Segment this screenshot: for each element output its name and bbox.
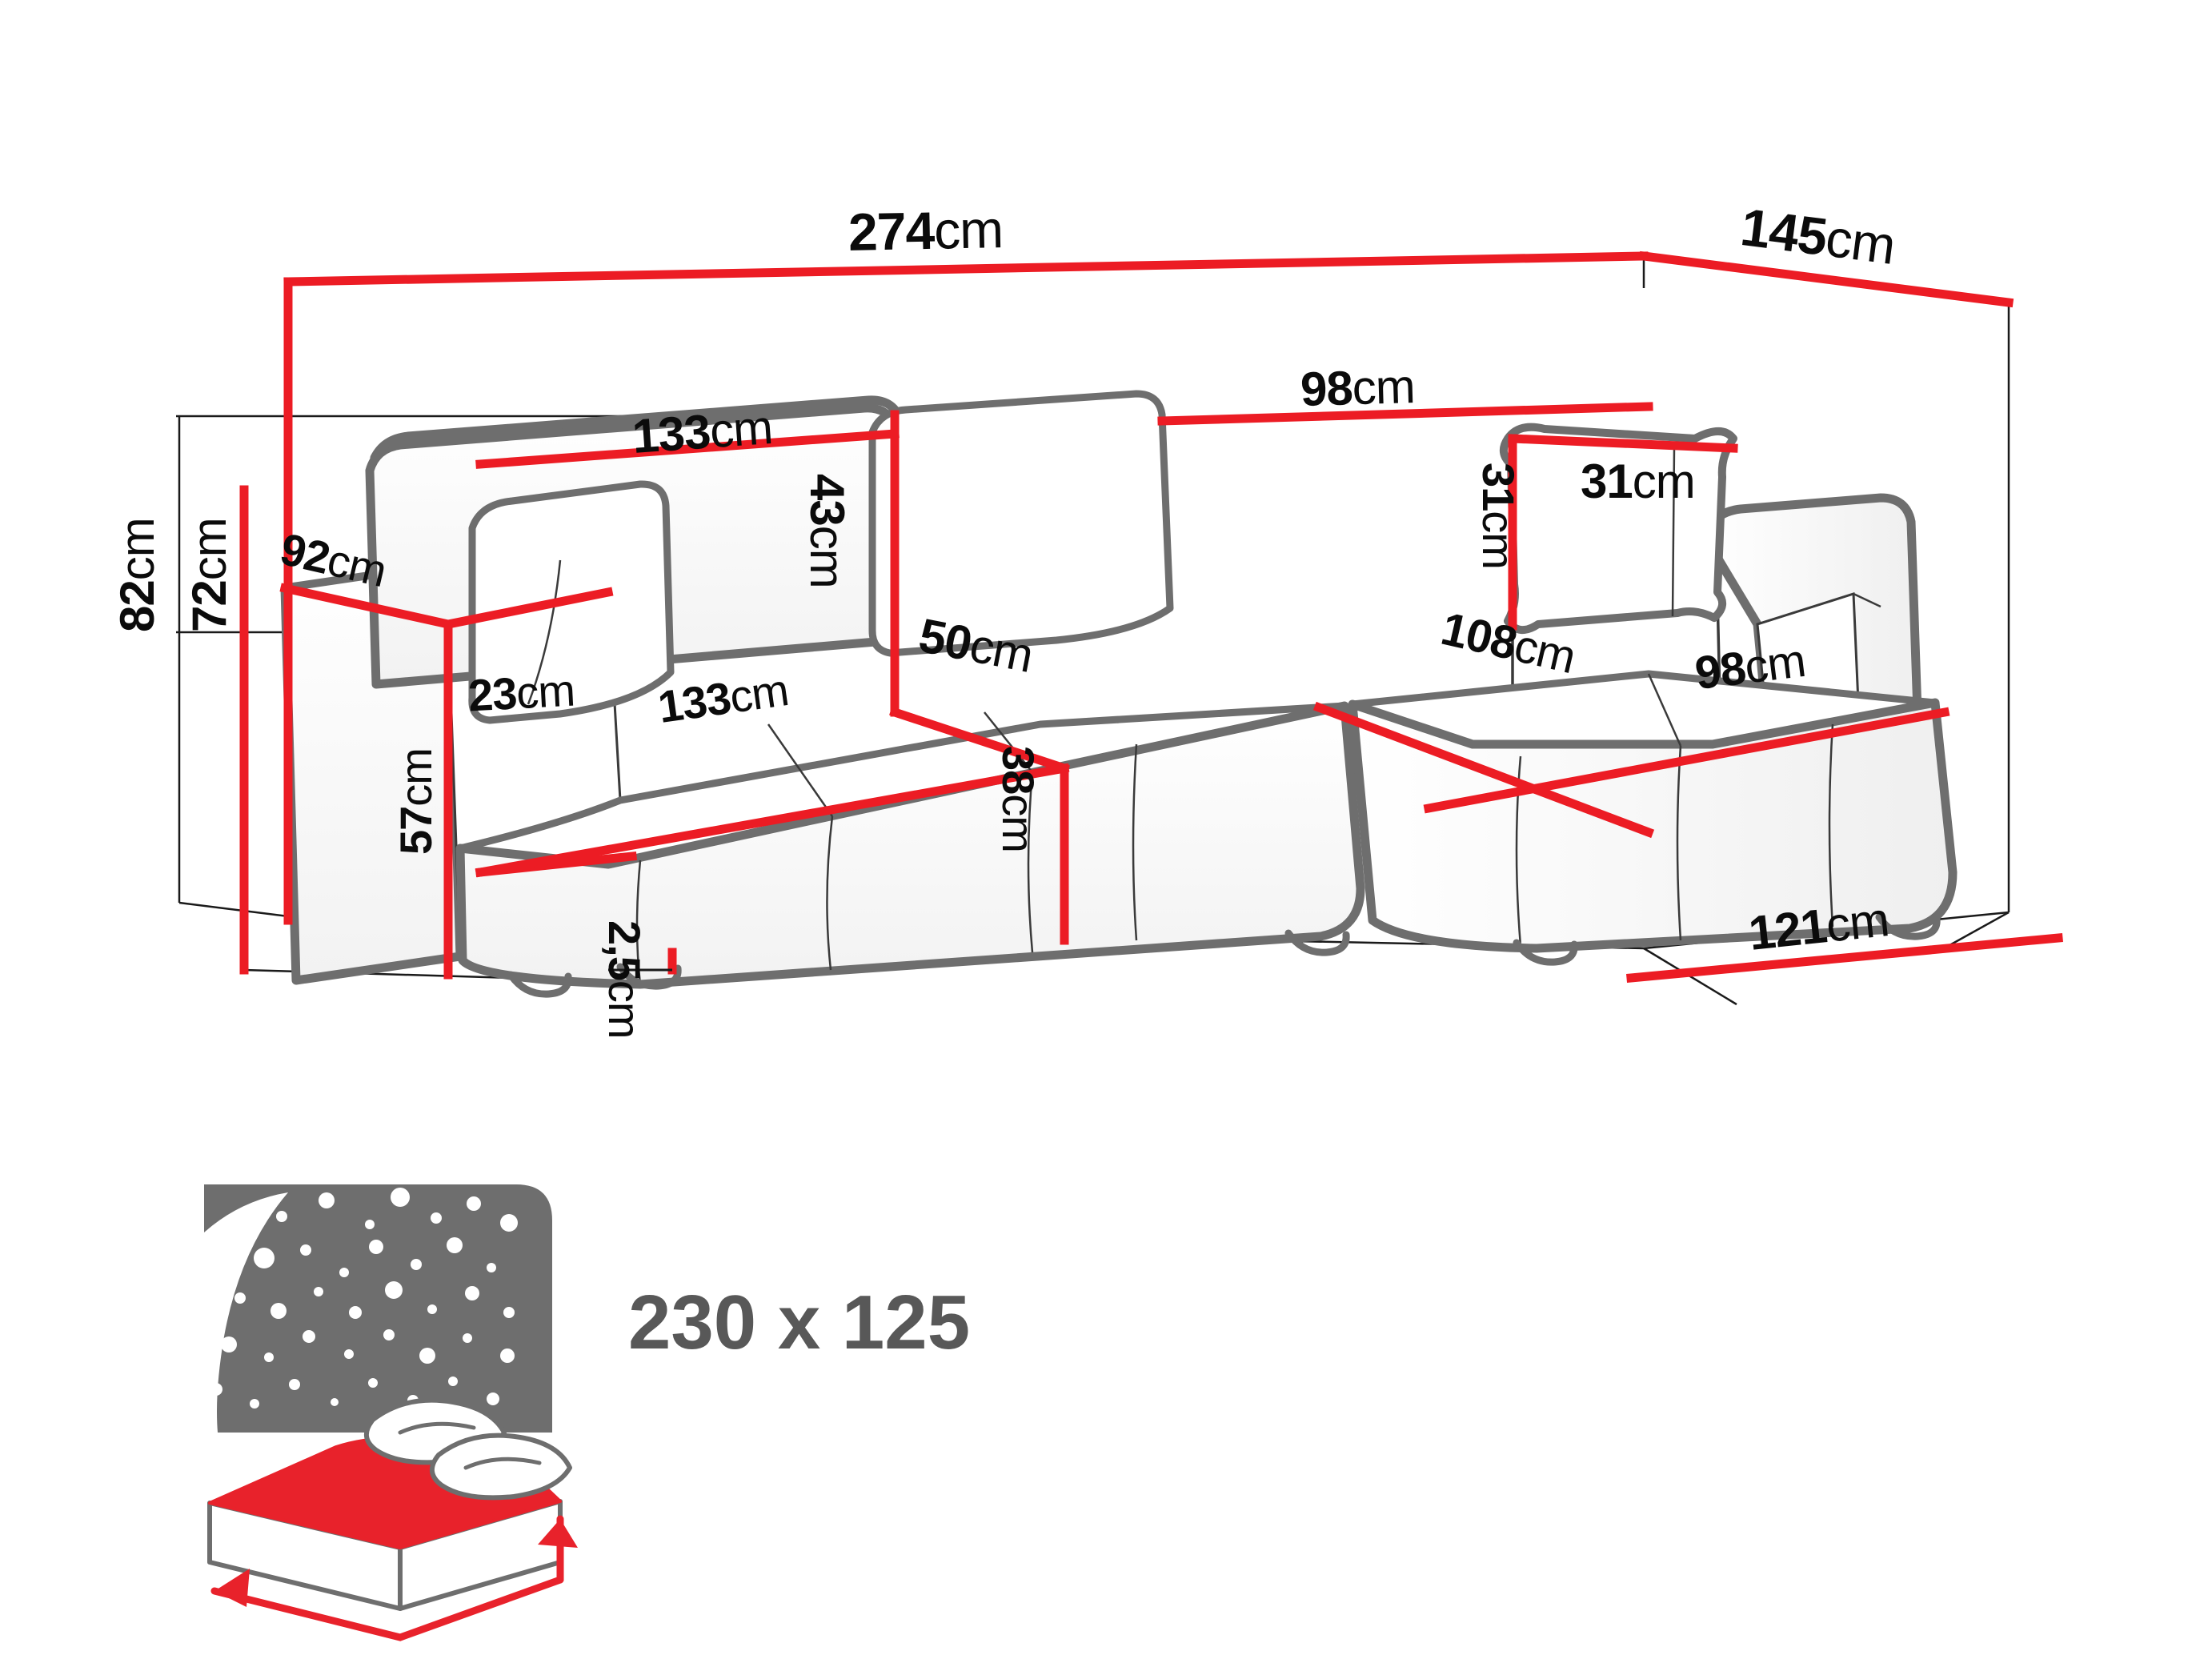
- label-leg-height: 2,5cm: [599, 920, 650, 1039]
- dimline-108: [1312, 701, 1655, 839]
- label-backrest-right-width: 98cm: [1300, 359, 1416, 416]
- seat-divider-3: [1027, 771, 1034, 953]
- left-back-cushion-crease: [527, 559, 562, 705]
- label-chaise-seat-width: 98cm: [1692, 634, 1809, 700]
- dimline-50: [889, 707, 1070, 774]
- dimline-145: [1638, 250, 2014, 308]
- seat-divider-4: [1132, 743, 1138, 941]
- dimline-31-h: [1508, 434, 1738, 453]
- seat-divider-1: [635, 860, 642, 985]
- label-arm-height: 57cm: [391, 748, 441, 855]
- label-sleeping-area: 230 x 125: [628, 1280, 971, 1365]
- label-pillow-width: 31cm: [1581, 455, 1696, 508]
- leg-5: [1875, 913, 1941, 940]
- chaise-seat-front: [1348, 698, 1958, 953]
- label-pillow-height: 31cm: [1473, 463, 1524, 569]
- left-back-cushion-2: [868, 390, 1174, 657]
- sofa-legs-chaise: [1513, 913, 1941, 966]
- sleep-pillows: [364, 1397, 572, 1501]
- label-arm-width: 23cm: [467, 664, 576, 721]
- sleep-pillow-creases: [398, 1421, 542, 1470]
- label-total-height: 82cm: [110, 518, 164, 632]
- leg-2: [616, 963, 682, 990]
- left-seat-top: [456, 702, 1348, 868]
- label-back-height: 72cm: [182, 518, 236, 632]
- mattress-arrowheads: [214, 1519, 578, 1607]
- sofa-chaise-section: [1348, 493, 1958, 966]
- dimline-92: [279, 583, 454, 630]
- dimline-92b: [443, 587, 614, 630]
- sofa-legs-left: [507, 929, 1350, 998]
- chaise-top-crease: [1647, 673, 1682, 747]
- dimline-133-bottom: [475, 763, 1070, 878]
- dimline-121: [1626, 933, 2063, 983]
- dimension-lines: [239, 250, 2063, 983]
- dimline-133-top: [475, 429, 900, 469]
- label-overall-width: 274cm: [848, 199, 1004, 262]
- label-backrest-height: 43cm: [800, 474, 854, 588]
- stars: [210, 1188, 518, 1409]
- sleeping-area-icon: [204, 1184, 578, 1641]
- label-backrest-left-width: 133cm: [630, 399, 775, 464]
- chaise-arm-top-crease: [1757, 592, 1881, 626]
- seat-divider-2: [826, 815, 834, 971]
- chaise-divider-2: [1676, 745, 1682, 941]
- seat-top-crease-2: [984, 711, 1033, 773]
- label-seat-height: 38cm: [993, 746, 1044, 852]
- leg-1: [507, 971, 572, 998]
- leg-3: [1284, 929, 1350, 956]
- leg-4: [1513, 939, 1578, 966]
- dimline-98-seat: [1423, 707, 1950, 814]
- dimline-98-top: [1157, 402, 1653, 426]
- chaise-divider-3: [1828, 723, 1834, 928]
- seat-top-crease-1: [767, 723, 834, 817]
- dimline-274: [283, 251, 1649, 287]
